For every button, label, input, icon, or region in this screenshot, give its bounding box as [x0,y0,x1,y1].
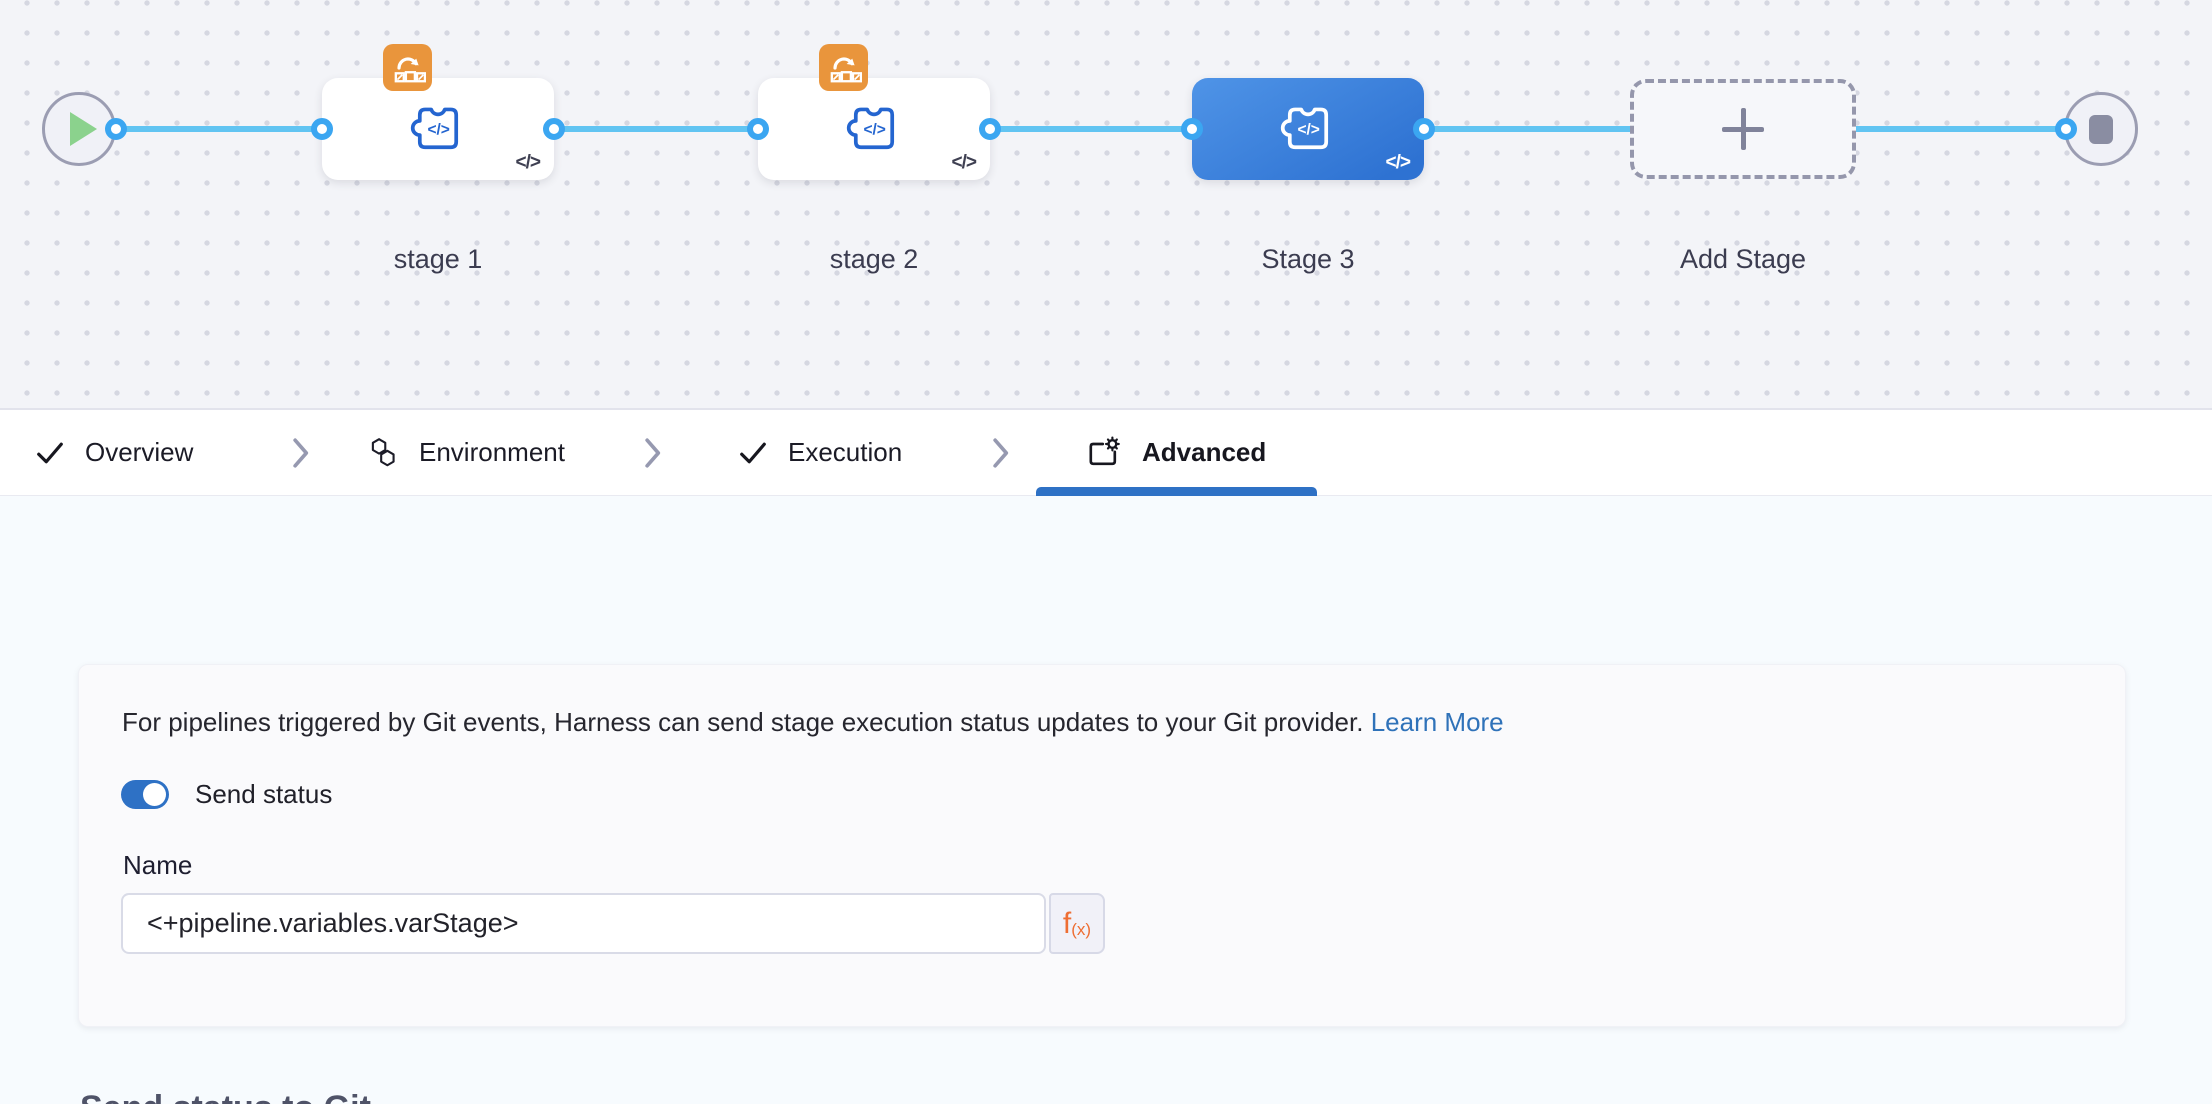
tab-advanced[interactable]: Advanced [1086,410,1266,495]
stage-config-tabbar: Overview Environment Execution [0,408,2212,496]
pipeline-start-node [42,92,116,166]
plus-icon [1722,108,1764,150]
advanced-tab-content: Send status to Git For pipelines trigger… [0,497,2212,1104]
learn-more-link[interactable]: Learn More [1370,707,1504,737]
tab-label: Execution [788,437,903,467]
advanced-gear-icon [1089,436,1120,465]
stage-label: Stage 3 [1261,244,1355,274]
port-start-out[interactable] [105,118,127,140]
tab-label: Advanced [1142,437,1267,467]
stage-label: stage 1 [393,244,483,274]
name-field-label: Name [123,850,193,880]
name-field-row: f (x) [121,893,1105,954]
toggle-label: Send status [195,779,333,809]
play-icon [69,112,97,146]
svg-text:</>: </> [1297,121,1319,138]
check-icon [740,442,766,463]
chevron-right-icon [644,410,662,495]
ci-build-badge-icon [383,44,432,91]
description-text: For pipelines triggered by Git events, H… [122,707,1504,737]
active-tab-underline [1036,487,1317,496]
tab-label: Overview [85,437,194,467]
add-stage-label: Add Stage [1679,244,1807,274]
add-stage-button[interactable] [1630,79,1856,179]
tab-label: Environment [419,437,565,467]
custom-stage-icon: </> [410,107,459,150]
fx-icon: f [1062,906,1072,940]
chevron-right-icon [292,410,310,495]
stage-node-stage-2[interactable]: </> </> [758,78,990,180]
send-status-row: Send status [121,779,332,810]
check-icon [37,442,63,463]
stop-icon [2089,114,2113,144]
tab-environment[interactable]: Environment [368,410,565,495]
port-stage2-out[interactable] [979,118,1001,140]
port-stage1-out[interactable] [543,118,565,140]
stage-label: stage 2 [829,244,919,274]
port-stage3-in[interactable] [1181,118,1203,140]
stage-node-stage-3-selected[interactable]: </> </> [1192,78,1424,180]
send-status-toggle[interactable] [121,780,169,809]
stage-node-stage-1[interactable]: </> </> [322,78,554,180]
section-title: Send status to Git [80,1089,371,1104]
yaml-code-glyph: </> [951,152,978,173]
environment-icon [371,438,395,467]
port-end-in[interactable] [2055,118,2077,140]
chevron-right-icon [992,410,1010,495]
pipeline-connection-line [116,126,2066,132]
tab-execution[interactable]: Execution [738,410,902,495]
custom-stage-icon: </> [1280,107,1329,150]
svg-text:</>: </> [863,121,885,138]
port-stage1-in[interactable] [311,118,333,140]
name-input[interactable] [121,893,1046,954]
yaml-code-glyph: </> [1385,152,1412,173]
pipeline-canvas[interactable]: </> </> </> </> [0,0,2212,408]
port-stage2-in[interactable] [747,118,769,140]
expression-fx-button[interactable]: f (x) [1049,893,1105,954]
custom-stage-icon: </> [846,107,895,150]
yaml-code-glyph: </> [515,152,542,173]
toggle-knob [143,783,166,806]
send-status-card: For pipelines triggered by Git events, H… [78,664,2126,1027]
port-stage3-out[interactable] [1413,118,1435,140]
tab-overview[interactable]: Overview [35,410,193,495]
ci-build-badge-icon [819,44,868,91]
svg-text:</>: </> [427,121,449,138]
